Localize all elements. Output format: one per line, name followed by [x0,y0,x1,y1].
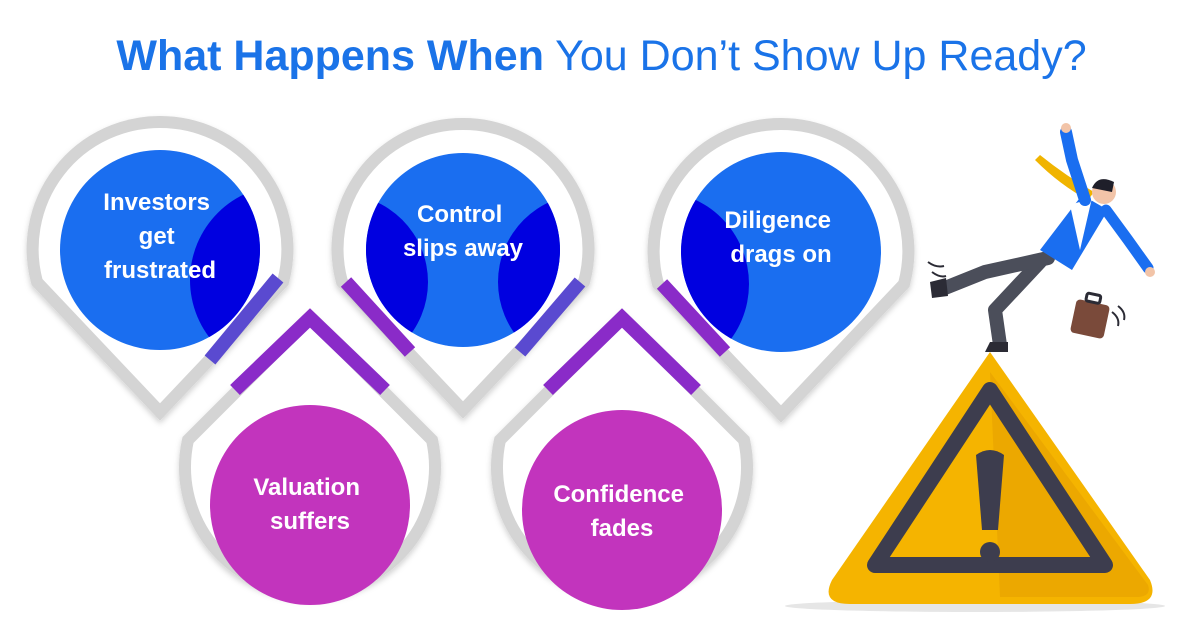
circle-confidence [522,410,722,610]
title-bold: What Happens When [116,32,544,80]
title-light: You Don’t Show Up Ready? [555,32,1087,80]
label-confidence: Confidence fades [553,481,690,542]
label-investors: Investors get frustrated [103,189,216,284]
label-diligence: Diligence drags on [724,207,837,268]
page-title: What Happens When You Don’t Show Up Read… [0,32,1203,81]
falling-businessman-icon [927,123,1155,352]
briefcase-icon [1070,291,1126,339]
label-valuation: Valuation suffers [253,474,366,535]
circle-valuation [210,405,410,605]
warning-sign-icon [785,352,1165,612]
label-control: Control slips away [403,201,524,262]
